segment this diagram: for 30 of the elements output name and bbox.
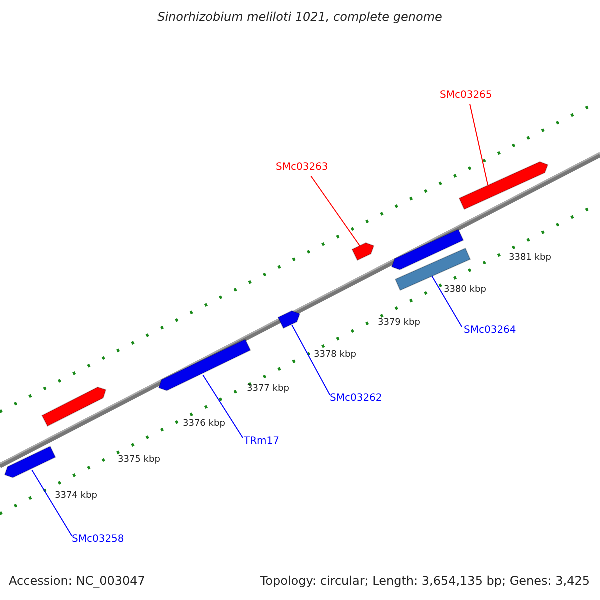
scale-label: 3380 kbp — [444, 285, 486, 296]
gene-label: SMc03265 — [440, 90, 492, 102]
genome-summary-text: Topology: circular; Length: 3,654,135 bp; Genes: 3,425 — [260, 574, 590, 588]
gene-block — [352, 242, 375, 262]
scale-label: 3374 kbp — [55, 491, 98, 502]
gene-block — [278, 310, 301, 330]
leader-line — [310, 176, 360, 246]
scale-label: 3379 kbp — [378, 318, 420, 329]
gene-label: SMc03258 — [72, 534, 124, 546]
gene-label: SMc03263 — [276, 162, 328, 174]
gene-label: SMc03264 — [464, 325, 516, 337]
gene-label: SMc03262 — [330, 393, 382, 405]
gene-block — [394, 248, 472, 292]
gene-block — [42, 386, 107, 427]
leader-line — [292, 324, 330, 396]
scale-label: 3381 kbp — [509, 253, 552, 264]
leader-line — [470, 104, 488, 186]
scale-label: 3377 kbp — [247, 384, 290, 395]
scale-label: 3376 kbp — [183, 419, 226, 430]
gene-label: TRm17 — [244, 436, 280, 448]
gene-block — [391, 228, 464, 270]
scale-label: 3378 kbp — [314, 350, 356, 361]
leader-line — [32, 470, 72, 536]
scale-label: 3375 kbp — [118, 455, 160, 466]
gene-block — [458, 161, 549, 210]
accession-text: Accession: NC_003047 — [9, 574, 146, 588]
leader-line — [202, 374, 244, 438]
title: Sinorhizobium meliloti 1021, complete genome — [156, 10, 444, 24]
gene-block — [4, 446, 56, 478]
leader-line — [432, 276, 462, 328]
